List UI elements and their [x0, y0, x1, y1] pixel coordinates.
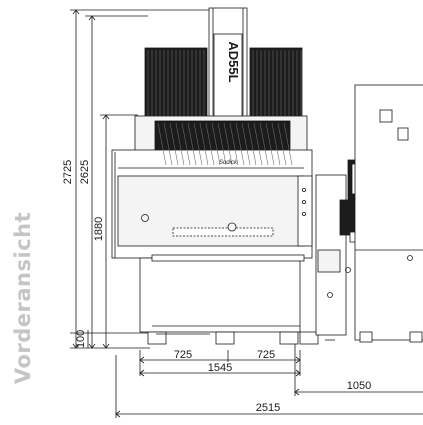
grille-slat	[223, 122, 233, 166]
table-width-label: 1545	[208, 362, 232, 374]
grille-slat	[283, 122, 293, 166]
base-height-label: 100	[75, 330, 87, 348]
grille-slat	[205, 122, 215, 166]
frame-height-label: 2625	[79, 160, 91, 184]
grille-slat	[175, 122, 185, 166]
grille-slat	[199, 122, 209, 166]
grille-slat	[241, 122, 251, 166]
grille-pattern	[147, 50, 302, 166]
grille-slat	[277, 122, 287, 166]
grille-slat	[157, 122, 167, 166]
grille-slat	[217, 122, 227, 166]
work-tank	[111, 149, 313, 259]
grille-slat	[259, 122, 269, 166]
cabinet-width-label: 1050	[347, 380, 371, 392]
grille-slat	[253, 122, 263, 166]
logo-label: Sodick	[219, 160, 238, 166]
brand-labels: AD55L Sodick	[219, 41, 241, 166]
view-title: Vorderansicht	[11, 211, 35, 385]
left-half-label: 725	[174, 349, 192, 361]
right-bellows	[249, 47, 303, 119]
grille-slat	[235, 122, 245, 166]
grille-slat	[187, 122, 197, 166]
machine-base	[139, 254, 319, 345]
total-width-label: 2515	[256, 402, 280, 414]
grille-slat	[193, 122, 203, 166]
grille-slat	[211, 122, 221, 166]
grille-slat	[271, 122, 281, 166]
grille-slat	[229, 122, 239, 166]
grille-slat	[169, 122, 179, 166]
grille-slat	[181, 122, 191, 166]
total-height-label: 2725	[62, 160, 74, 184]
right-half-label: 725	[257, 349, 275, 361]
dimension-labels: 2725 2625 1880 100 725 725 1545 1050 251…	[62, 160, 371, 414]
grille-slat	[163, 122, 173, 166]
machine-column	[208, 7, 248, 123]
model-label: AD55L	[226, 41, 241, 82]
electrical-cabinet	[354, 84, 423, 343]
dimension-lines	[70, 9, 423, 418]
table-height-label: 1880	[93, 217, 105, 241]
grille-slat	[265, 122, 275, 166]
grille-slat	[247, 122, 257, 166]
